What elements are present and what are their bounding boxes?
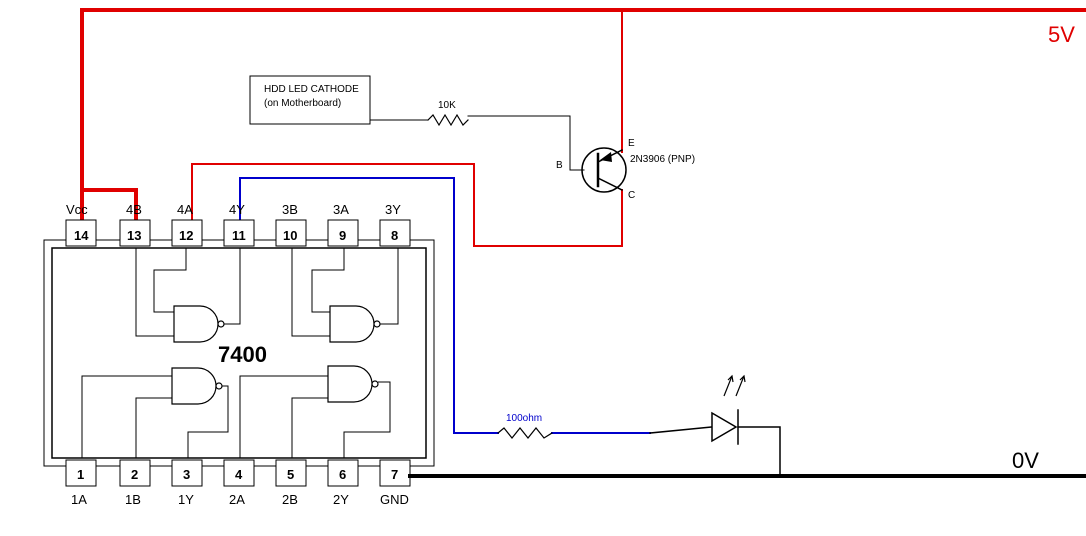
ic-pin-10: 10 3B [275, 202, 307, 247]
svg-text:4Y: 4Y [229, 202, 245, 217]
svg-text:4B: 4B [126, 202, 142, 217]
ic-7400: 7400 14 Vcc 13 4B 12 4A 11 4Y 10 3B [43, 202, 435, 507]
ic-pin-6: 6 2Y [327, 459, 359, 507]
nand-gate-4 [173, 305, 225, 343]
svg-text:11: 11 [232, 228, 246, 243]
svg-text:4A: 4A [177, 202, 193, 217]
ic-pin-9: 9 3A [327, 202, 359, 247]
svg-text:2B: 2B [282, 492, 298, 507]
ic-pin-2: 2 1B [119, 459, 151, 507]
svg-text:12: 12 [179, 228, 193, 243]
hdd-box-line1: HDD LED CATHODE [264, 84, 359, 95]
ic-pin-8: 8 3Y [379, 202, 411, 247]
svg-text:2Y: 2Y [333, 492, 349, 507]
transistor-e-label: E [628, 138, 635, 149]
ic-pin-5: 5 2B [275, 459, 307, 507]
ic-pin-3: 3 1Y [171, 459, 203, 507]
svg-text:2: 2 [131, 467, 138, 482]
resistor-10k-label: 10K [438, 100, 456, 111]
ground-rail: 0V [398, 448, 1086, 478]
svg-text:9: 9 [339, 228, 346, 243]
svg-text:7: 7 [391, 467, 398, 482]
ic-pin-7: 7 GND [379, 459, 411, 507]
svg-text:1B: 1B [125, 492, 141, 507]
ic-pin-11: 11 4Y [223, 202, 255, 247]
svg-text:3B: 3B [282, 202, 298, 217]
nand-gate-3 [329, 305, 381, 343]
svg-text:3: 3 [183, 467, 190, 482]
svg-text:GND: GND [380, 492, 409, 507]
ic-internal-wiring [81, 248, 399, 458]
svg-text:4: 4 [235, 467, 243, 482]
svg-text:1: 1 [77, 467, 84, 482]
ic-pin-1: 1 1A [65, 459, 97, 507]
ic-pin-12: 12 4A [171, 202, 203, 247]
hdd-led-box: HDD LED CATHODE (on Motherboard) [249, 75, 371, 125]
resistor-100ohm-label: 100ohm [506, 413, 542, 424]
pnp-transistor: E B C 2N3906 (PNP) [556, 138, 695, 201]
ic-name: 7400 [218, 342, 267, 367]
hdd-box-line2: (on Motherboard) [264, 98, 341, 109]
svg-text:Vcc: Vcc [66, 202, 88, 217]
ic-pin-13: 13 4B [119, 202, 151, 247]
vcc-rail: 5V [80, 8, 1086, 236]
svg-text:14: 14 [74, 228, 89, 243]
svg-text:5: 5 [287, 467, 294, 482]
ic-pin-4: 4 2A [223, 459, 255, 507]
svg-text:6: 6 [339, 467, 346, 482]
led-feed-wire [649, 426, 713, 434]
svg-text:3Y: 3Y [385, 202, 401, 217]
resistor-10k: 10K [369, 100, 585, 171]
svg-text:1Y: 1Y [178, 492, 194, 507]
ic-pin-14: 14 Vcc [65, 202, 97, 247]
collector-wire [191, 163, 623, 247]
resistor-100ohm: 100ohm [497, 413, 553, 439]
transistor-b-label: B [556, 160, 563, 171]
svg-text:13: 13 [127, 228, 141, 243]
nand-gate-2 [327, 365, 379, 403]
light-emission-arrows [723, 374, 746, 397]
vcc-label: 5V [1048, 22, 1075, 47]
svg-text:3A: 3A [333, 202, 349, 217]
transistor-model-label: 2N3906 (PNP) [630, 154, 695, 165]
svg-text:2A: 2A [229, 492, 245, 507]
svg-text:8: 8 [391, 228, 398, 243]
transistor-c-label: C [628, 190, 635, 201]
gnd-label: 0V [1012, 448, 1039, 473]
svg-text:10: 10 [283, 228, 297, 243]
svg-text:1A: 1A [71, 492, 87, 507]
output-wire [239, 177, 499, 434]
nand-gate-1 [171, 367, 223, 405]
led-diode [711, 374, 781, 475]
